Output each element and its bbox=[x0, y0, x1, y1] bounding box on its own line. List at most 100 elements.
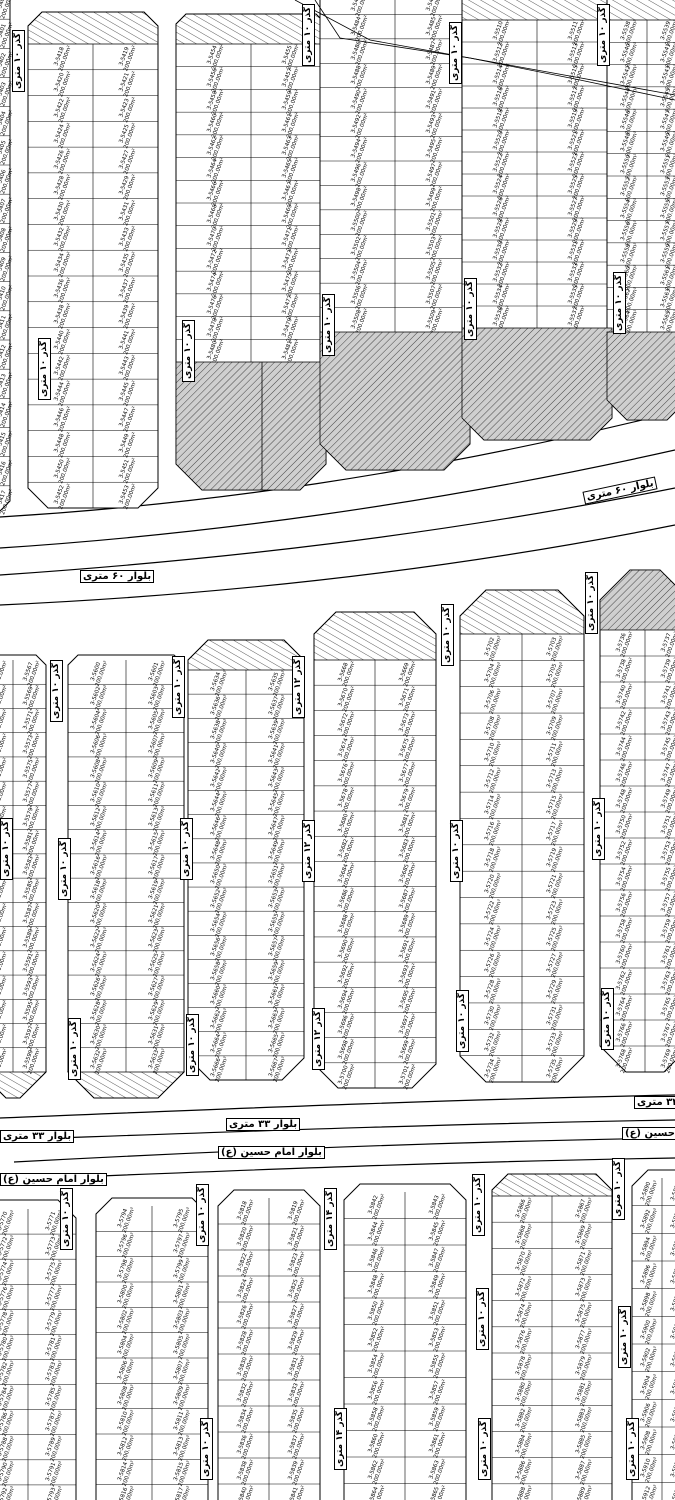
plot-area: 200.00m² bbox=[0, 733, 9, 761]
alley-label: گذر ۱۰ متری bbox=[182, 320, 195, 382]
alley-label: گذر ۱۰ متری bbox=[592, 798, 605, 860]
alley-label: گذر ۱۰ متری bbox=[186, 1014, 199, 1076]
plot-area: 200.00m² bbox=[664, 917, 675, 945]
boulevard-33-label-center: بلوار ۳۳ متری bbox=[226, 1118, 301, 1131]
alley-label: گذر ۱۲ متری bbox=[302, 820, 315, 882]
alley-label: گذر ۱۰ متری bbox=[12, 30, 25, 92]
plot-area: 200.00m² bbox=[664, 891, 675, 919]
plot-area: 200.00m² bbox=[664, 309, 675, 337]
plot-id: 3-5909 bbox=[670, 1430, 675, 1451]
reserved-plot bbox=[606, 331, 675, 421]
alley-label: گذر ۱۰ متری bbox=[601, 988, 614, 1050]
plot-area: 200.00m² bbox=[0, 1048, 9, 1076]
alley-label: گذر ۱۰ متری bbox=[38, 338, 51, 400]
plot-id: 3-5770 bbox=[0, 1211, 9, 1232]
plot-id: 3-5776 bbox=[0, 1286, 9, 1307]
plot-area: 200.00m² bbox=[664, 813, 675, 841]
alley-label: گذر ۱۲ متری bbox=[312, 1008, 325, 1070]
imam-label-left: بلوار امام حسین (ع) bbox=[0, 1173, 107, 1186]
plot-area: 200.00m² bbox=[0, 708, 9, 736]
imam-label-center: بلوار امام حسین (ع) bbox=[218, 1146, 325, 1159]
plot-id: 3-5416 bbox=[0, 460, 8, 481]
plot-area: 200.00m² bbox=[664, 197, 675, 225]
plot-id: 3-5415 bbox=[0, 431, 8, 452]
alley-label: گذر ۱۰ متری bbox=[60, 1188, 73, 1250]
plot-area: 200.00m² bbox=[664, 943, 675, 971]
plot-id: 3-5404 bbox=[0, 110, 8, 131]
plot-area: 200.00m² bbox=[664, 242, 675, 270]
plot-id: 3-5411 bbox=[0, 315, 8, 335]
plot-area: 200.00m² bbox=[664, 787, 675, 815]
plot-id: 3-5784 bbox=[0, 1386, 9, 1407]
plot-area: 200.00m² bbox=[664, 286, 675, 314]
plot-id: 3-5901 bbox=[670, 1320, 675, 1340]
plot-area: 200.00m² bbox=[664, 175, 675, 203]
plot-id: 3-5402 bbox=[0, 52, 8, 72]
plot-id: 3-5405 bbox=[0, 139, 8, 160]
plot-area: 200.00m² bbox=[0, 781, 9, 809]
survey-lines bbox=[294, 0, 675, 101]
plot-area: 200.00m² bbox=[0, 951, 9, 979]
alley-label: گذر ۱۰ متری bbox=[456, 990, 469, 1052]
plot-area: 200.00m² bbox=[664, 709, 675, 737]
plot-area: 200.00m² bbox=[0, 926, 9, 954]
plot-area: 200.00m² bbox=[0, 1023, 9, 1051]
plot-area: 200.00m² bbox=[664, 19, 675, 47]
plot-id: 3-5905 bbox=[670, 1375, 675, 1396]
alley-label: گذر ۱۰ متری bbox=[302, 4, 315, 66]
reserved-plot bbox=[175, 361, 327, 491]
plot-area: 200.00m² bbox=[0, 902, 9, 930]
plot-area: 200.00m² bbox=[0, 878, 9, 906]
alley-label: گذر ۱۰ متری bbox=[68, 1018, 81, 1080]
alley-label: گذر ۱۰ متری bbox=[613, 272, 626, 334]
plot-id: 3-5403 bbox=[0, 81, 8, 102]
plot-area: 200.00m² bbox=[664, 264, 675, 292]
plot-id: 3-5414 bbox=[0, 402, 8, 423]
boulevard-33-label-left: بلوار ۳۳ متری bbox=[0, 1130, 75, 1143]
plot-area: 200.00m² bbox=[0, 684, 9, 712]
plot-id: 3-5786 bbox=[0, 1411, 9, 1432]
alley-label: گذر ۱۲ متری bbox=[292, 656, 305, 718]
alley-label: گذر ۱۰ متری bbox=[464, 278, 477, 340]
plot-area: 200.00m² bbox=[664, 969, 675, 997]
alley-label: گذر ۱۰ متری bbox=[476, 1288, 489, 1350]
plot-area: 200.00m² bbox=[664, 130, 675, 158]
alley-label: گذر ۱۰ متری bbox=[626, 1418, 639, 1480]
plot-area: 200.00m² bbox=[664, 153, 675, 181]
plot-area: 200.00m² bbox=[664, 631, 675, 659]
alley-label: گذر ۱۰ متری bbox=[58, 838, 71, 900]
plot-id: 3-5780 bbox=[0, 1336, 9, 1357]
plot-area: 200.00m² bbox=[0, 975, 9, 1003]
plot-area: 200.00m² bbox=[664, 86, 675, 114]
plot-area: 200.00m² bbox=[664, 865, 675, 893]
city-block: 3-5890200.00m²3-5891200.00m²3-5892200.00… bbox=[631, 1169, 675, 1500]
plot-id: 3-5407 bbox=[0, 198, 8, 219]
plot-id: 3-5899 bbox=[670, 1292, 675, 1313]
plot-area: 200.00m² bbox=[664, 63, 675, 91]
alley-label: گذر ۱۰ متری bbox=[612, 1158, 625, 1220]
alley-label: گذر ۱۰ متری bbox=[618, 1306, 631, 1368]
plot-id: 3-5897 bbox=[670, 1264, 675, 1285]
imam-label-right: بلوار امام حسین (ع) bbox=[622, 1127, 675, 1140]
plot-id: 3-5788 bbox=[0, 1436, 9, 1457]
alley-label: گذر ۱۰ متری bbox=[0, 818, 13, 880]
plot-id: 3-5417 bbox=[0, 489, 8, 510]
plot-id: 3-5778 bbox=[0, 1311, 9, 1332]
alley-label: گذر ۱۰ متری bbox=[180, 818, 193, 880]
plot-id: 3-5401 bbox=[0, 23, 8, 43]
plot-area: 200.00m² bbox=[664, 995, 675, 1023]
city-block: 3-5400200.00m²3-5401200.00m²3-5402200.00… bbox=[0, 0, 15, 516]
plot-area: 200.00m² bbox=[664, 761, 675, 789]
plot-area: 200.00m² bbox=[664, 1021, 675, 1049]
plot-id: 3-5772 bbox=[0, 1236, 9, 1256]
alley-label: گذر ۱۴ متری bbox=[334, 1408, 347, 1470]
plot-area: 200.00m² bbox=[664, 1047, 675, 1075]
